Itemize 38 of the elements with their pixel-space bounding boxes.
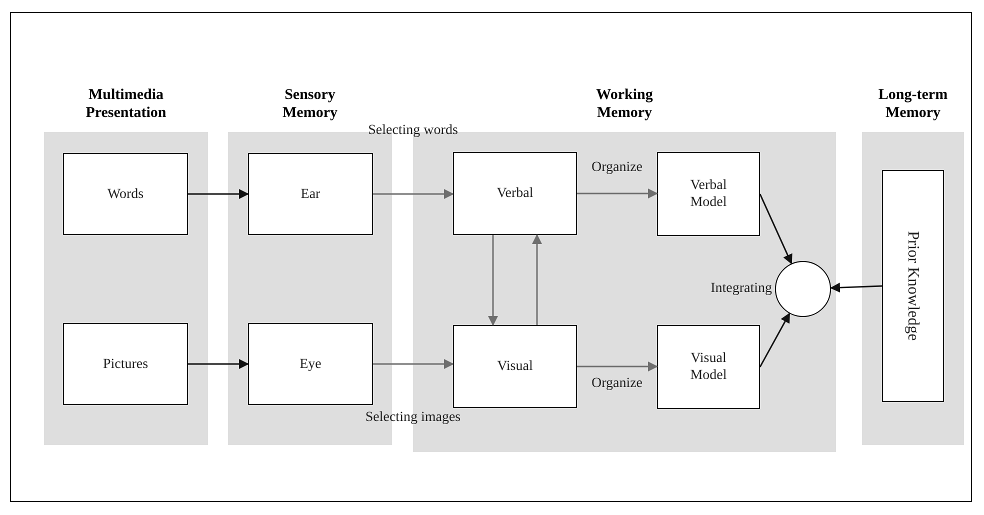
arrow (532, 234, 542, 325)
process-box (248, 153, 373, 235)
box-label: Eye (300, 356, 322, 372)
process-box (657, 325, 760, 409)
box-label: Verbal (496, 185, 534, 202)
arrow (373, 359, 454, 369)
process-box (882, 170, 944, 402)
stage-heading: Long-term Memory (877, 86, 949, 122)
box-label: Verbal Model (689, 177, 728, 211)
box-label: Pictures (102, 356, 148, 372)
arrow (577, 188, 658, 198)
process-box (657, 152, 760, 236)
process-box (63, 153, 188, 235)
stage-heading: Working Memory (595, 86, 654, 122)
edge-label: Selecting words (368, 123, 458, 139)
process-label: Integrating (710, 281, 772, 297)
box-label: Prior Knowledge (904, 231, 922, 341)
box-label: Visual Model (689, 350, 728, 384)
arrow (759, 194, 792, 264)
arrow (373, 189, 454, 199)
process-box (63, 323, 188, 405)
box-label: Visual (497, 358, 533, 375)
process-box (248, 323, 373, 405)
process-box (453, 325, 577, 408)
box-label: Words (107, 186, 144, 202)
edge-label: Organize (591, 376, 643, 392)
stage-heading: Multimedia Presentation (84, 86, 168, 122)
stage-heading: Sensory Memory (282, 86, 338, 122)
arrow (188, 189, 249, 199)
arrow (577, 362, 658, 372)
arrow (188, 359, 249, 369)
arrow (759, 312, 790, 368)
arrow (830, 282, 882, 293)
edge-label: Selecting images (365, 410, 461, 426)
process-box (453, 152, 577, 235)
box-label: Ear (300, 186, 320, 202)
arrow (488, 235, 498, 326)
edge-label: Organize (591, 160, 643, 176)
